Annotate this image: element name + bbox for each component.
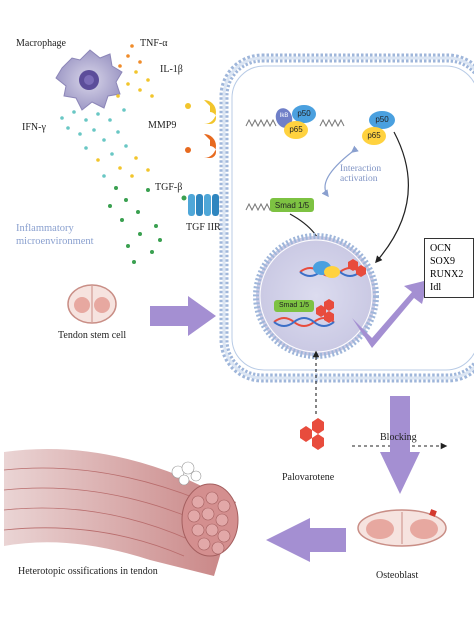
blocking-label: Blocking bbox=[380, 432, 417, 443]
cytokine-dots bbox=[60, 44, 162, 264]
palovarotene-molecule bbox=[300, 418, 324, 450]
nfkb-to-nucleus-arrow bbox=[375, 131, 409, 264]
interaction-arrow bbox=[321, 145, 359, 198]
macrophage-label: Macrophage bbox=[16, 38, 66, 49]
p50-label-1: p50 bbox=[297, 109, 311, 118]
gene-box: OCN SOX9 RUNX2 Idl bbox=[424, 238, 474, 298]
inflammatory-label: Inflammatory microenvironment bbox=[16, 223, 94, 248]
palovarotene-label: Palovarotene bbox=[282, 472, 335, 483]
p50-label-2: p50 bbox=[375, 115, 389, 124]
tgf-receptor bbox=[181, 194, 219, 216]
tgfb-label: TGF-β bbox=[155, 182, 183, 193]
gene-sox9: SOX9 bbox=[430, 256, 456, 267]
ikb-label: IkB bbox=[279, 113, 289, 119]
gene-runx2: RUNX2 bbox=[430, 269, 464, 280]
p65-label-1: p65 bbox=[289, 125, 303, 134]
p65-label-2: p65 bbox=[367, 131, 381, 140]
entry-arrow bbox=[150, 296, 216, 336]
tgfr-label: TGF IIR bbox=[186, 222, 221, 233]
tendon-bundle bbox=[3, 449, 239, 576]
mmp9-receptors bbox=[185, 100, 216, 158]
interaction-label: Interaction activation bbox=[340, 164, 382, 185]
tendon-stem-cell bbox=[67, 284, 117, 324]
nucleus bbox=[253, 233, 379, 359]
tendon-stem-cell-label: Tendon stem cell bbox=[58, 330, 127, 341]
expression-arrow bbox=[352, 280, 428, 348]
nuclear-dna-upper bbox=[299, 259, 366, 278]
heterotopic-label: Heterotopic ossifications in tendon bbox=[18, 566, 158, 577]
smad-box bbox=[270, 198, 314, 212]
tnf-label: TNF-α bbox=[140, 38, 168, 49]
smad-label: Smad 1/5 bbox=[274, 201, 310, 210]
macrophage-cell bbox=[55, 49, 123, 111]
gene-ocn: OCN bbox=[430, 243, 452, 254]
nuclear-dna-lower bbox=[273, 299, 335, 327]
il1b-label: IL-1β bbox=[160, 64, 183, 75]
gene-idl: Idl bbox=[430, 282, 442, 293]
osteoblast-cell bbox=[357, 509, 447, 547]
nfkb-ikb-complex bbox=[275, 105, 316, 139]
differentiation-arrow bbox=[380, 396, 420, 494]
osteoblast-label: Osteoblast bbox=[376, 570, 419, 581]
mmp9-label: MMP9 bbox=[148, 120, 177, 131]
ossification-arrow bbox=[266, 518, 346, 562]
ifn-label: IFN-γ bbox=[22, 122, 46, 133]
smad-nuclear-label: Smad 1/5 bbox=[279, 302, 309, 309]
cell-membrane bbox=[219, 53, 474, 383]
nfkb-complex bbox=[362, 111, 395, 145]
